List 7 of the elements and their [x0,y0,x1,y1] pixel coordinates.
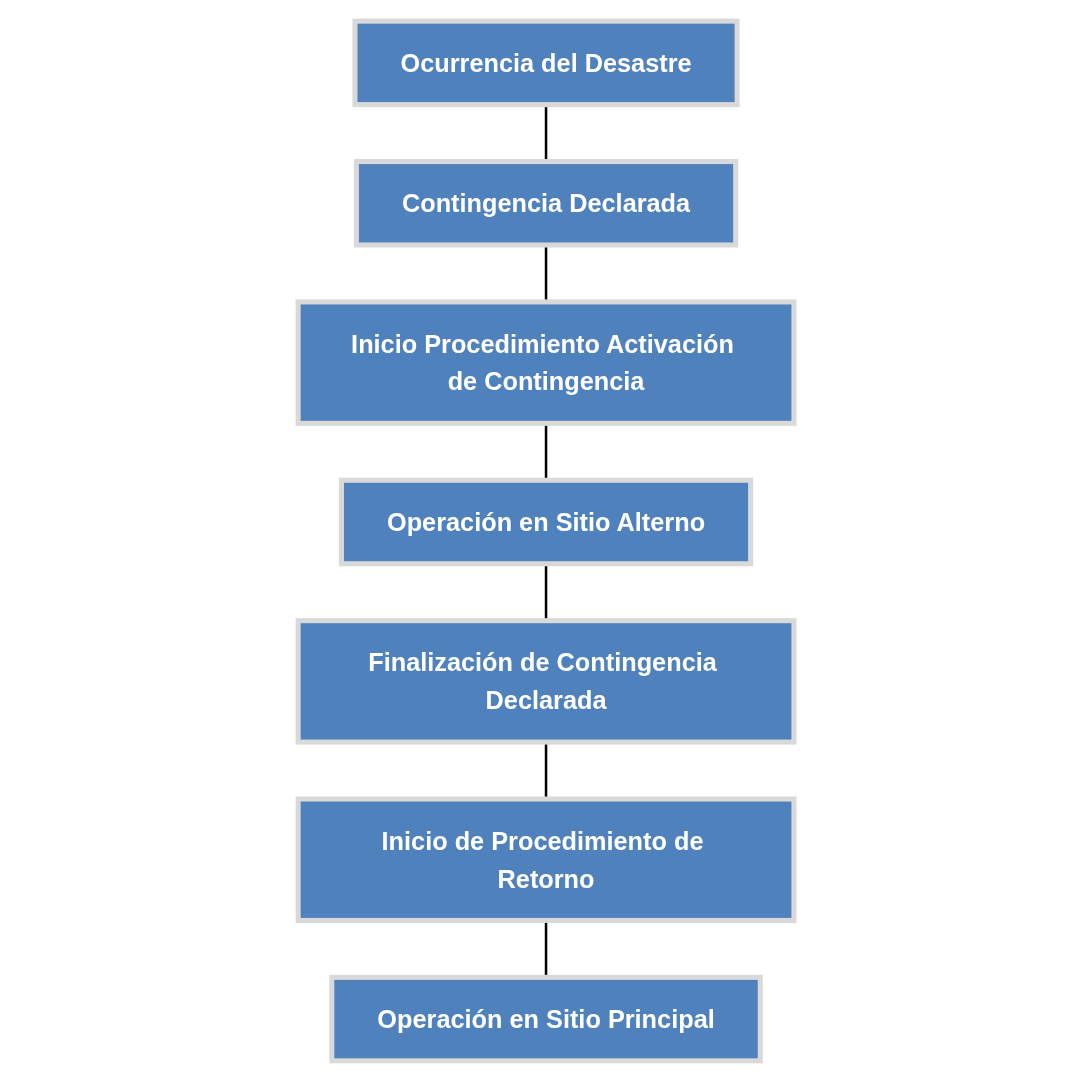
node-box: Inicio Procedimiento Activación de Contingencia [295,299,797,426]
node-box: Contingencia Declarada [353,159,739,248]
node-box: Operación en Sitio Alterno [338,477,754,567]
node-box: Ocurrencia del Desastre [352,18,740,108]
node-box: Inicio de Procedimiento de Retorno [295,796,797,923]
node-box: Finalización de Contingencia Declarada [295,618,797,745]
node-box: Operación en Sitio Principal [329,974,763,1064]
